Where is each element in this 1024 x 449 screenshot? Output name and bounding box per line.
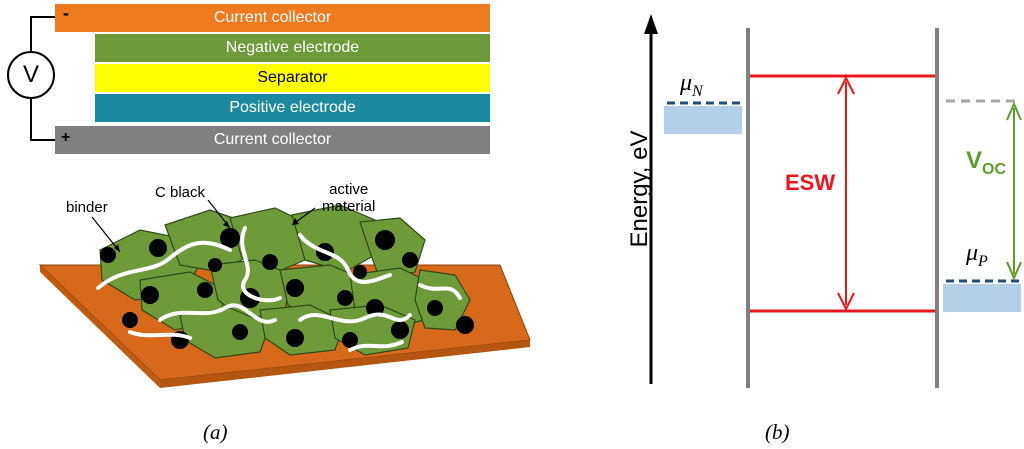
caption-a: (a) — [203, 420, 228, 444]
collector-plate-edge — [160, 340, 530, 388]
binder-fibres — [96, 226, 462, 352]
separator-layer: Separator — [95, 64, 490, 92]
mu-p-box — [943, 284, 1021, 312]
energy-diagram — [644, 14, 1022, 388]
active-material-label: active material — [322, 181, 376, 215]
positive-electrode: Positive electrode — [95, 94, 490, 122]
esw-label: ESW — [785, 170, 836, 195]
mu-p-label: μP — [966, 240, 988, 270]
top-current-collector: Current collector — [55, 4, 490, 32]
energy-axis-label: Energy, eV — [626, 130, 653, 248]
voc-label: VOC — [966, 147, 1007, 178]
mu-n-label: μN — [680, 70, 703, 100]
voltmeter-label: V — [22, 61, 39, 88]
mu-n-box — [664, 106, 742, 134]
carbon-black-label: C black — [155, 184, 206, 201]
minus-terminal: - — [63, 3, 69, 23]
energy-axis-arrowhead — [644, 14, 658, 34]
bottom-current-collector: Current collector — [55, 126, 490, 154]
external-circuit — [7, 16, 55, 141]
negative-electrode: Negative electrode — [95, 34, 490, 62]
voltmeter-circle — [7, 51, 55, 99]
binder-label: binder — [66, 199, 108, 216]
composite-electrode-illustration — [38, 199, 531, 388]
plus-terminal: + — [61, 129, 71, 146]
caption-b: (b) — [765, 420, 790, 444]
